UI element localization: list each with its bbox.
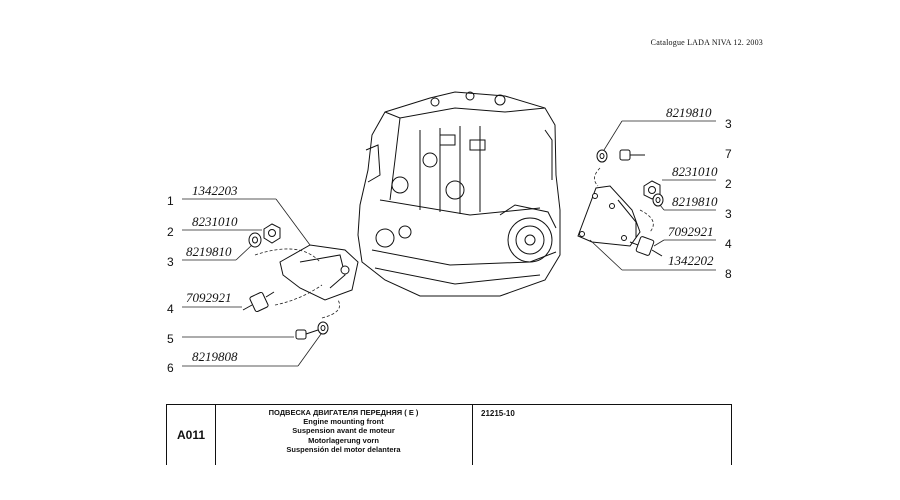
title-block: A011 ПОДВЕСКА ДВИГАТЕЛЯ ПЕРЕДНЯЯ ( E ) E…: [166, 404, 732, 465]
part-number-left-2: 8231010: [192, 214, 238, 229]
exploded-parts-diagram: 1 1342203 2 8231010 3 8219810 4 7092921 …: [167, 91, 732, 375]
index-left-1: 1: [167, 194, 174, 208]
left-labels: 1 1342203 2 8231010 3 8219810 4 7092921 …: [167, 183, 238, 375]
index-right-5: 4: [725, 237, 732, 251]
rubber-cushion-right: [629, 236, 663, 257]
mounting-bracket-right: [577, 185, 641, 247]
part-number-left-3: 8219810: [186, 244, 232, 259]
part-number-left-6: 8219808: [192, 349, 238, 364]
right-labels: 8219810 3 7 8231010 2 8219810 3 7092921 …: [666, 105, 732, 281]
bolt-right: [619, 149, 645, 161]
index-left-4: 4: [167, 302, 174, 316]
engine-block-illustration: [357, 91, 561, 297]
catalogue-header: Catalogue LADA NIVA 12. 2003: [650, 38, 763, 47]
right-mounting-parts: [577, 149, 664, 257]
index-right-2: 7: [725, 147, 732, 161]
part-number-right-5: 7092921: [668, 224, 714, 239]
index-right-4: 3: [725, 207, 732, 221]
index-right-1: 3: [725, 117, 732, 131]
index-left-3: 3: [167, 255, 174, 269]
bolt-left: [295, 329, 319, 340]
description-line-en: Engine mounting front: [303, 417, 384, 427]
part-number-right-6: 1342202: [668, 253, 714, 268]
index-left-2: 2: [167, 225, 174, 239]
description-line-es: Suspensión del motor delantera: [286, 444, 401, 454]
description-line-ru: ПОДВЕСКА ДВИГАТЕЛЯ ПЕРЕДНЯЯ ( E ): [268, 408, 419, 417]
part-number-right-4: 8219810: [672, 194, 718, 209]
index-left-6: 6: [167, 361, 174, 375]
left-leaders: [182, 198, 322, 367]
section-description: ПОДВЕСКА ДВИГАТЕЛЯ ПЕРЕДНЯЯ ( E ) Engine…: [215, 405, 473, 465]
right-leaders: [589, 120, 716, 271]
index-right-6: 8: [725, 267, 732, 281]
index-left-5: 5: [167, 332, 174, 346]
section-code: A011: [166, 405, 216, 465]
part-number-left-1: 1342203: [192, 183, 238, 198]
description-line-fr: Suspension avant de moteur: [292, 426, 395, 436]
rubber-cushion-left: [242, 291, 275, 313]
part-number-right-3: 8231010: [672, 164, 718, 179]
part-number-right-1: 8219810: [666, 105, 712, 120]
part-number-left-4: 7092921: [186, 290, 232, 305]
index-right-3: 2: [725, 177, 732, 191]
left-mounting-parts: [242, 223, 359, 340]
description-line-de: Motorlagerung vorn: [308, 435, 379, 445]
model-code: 21215-10: [474, 405, 732, 465]
